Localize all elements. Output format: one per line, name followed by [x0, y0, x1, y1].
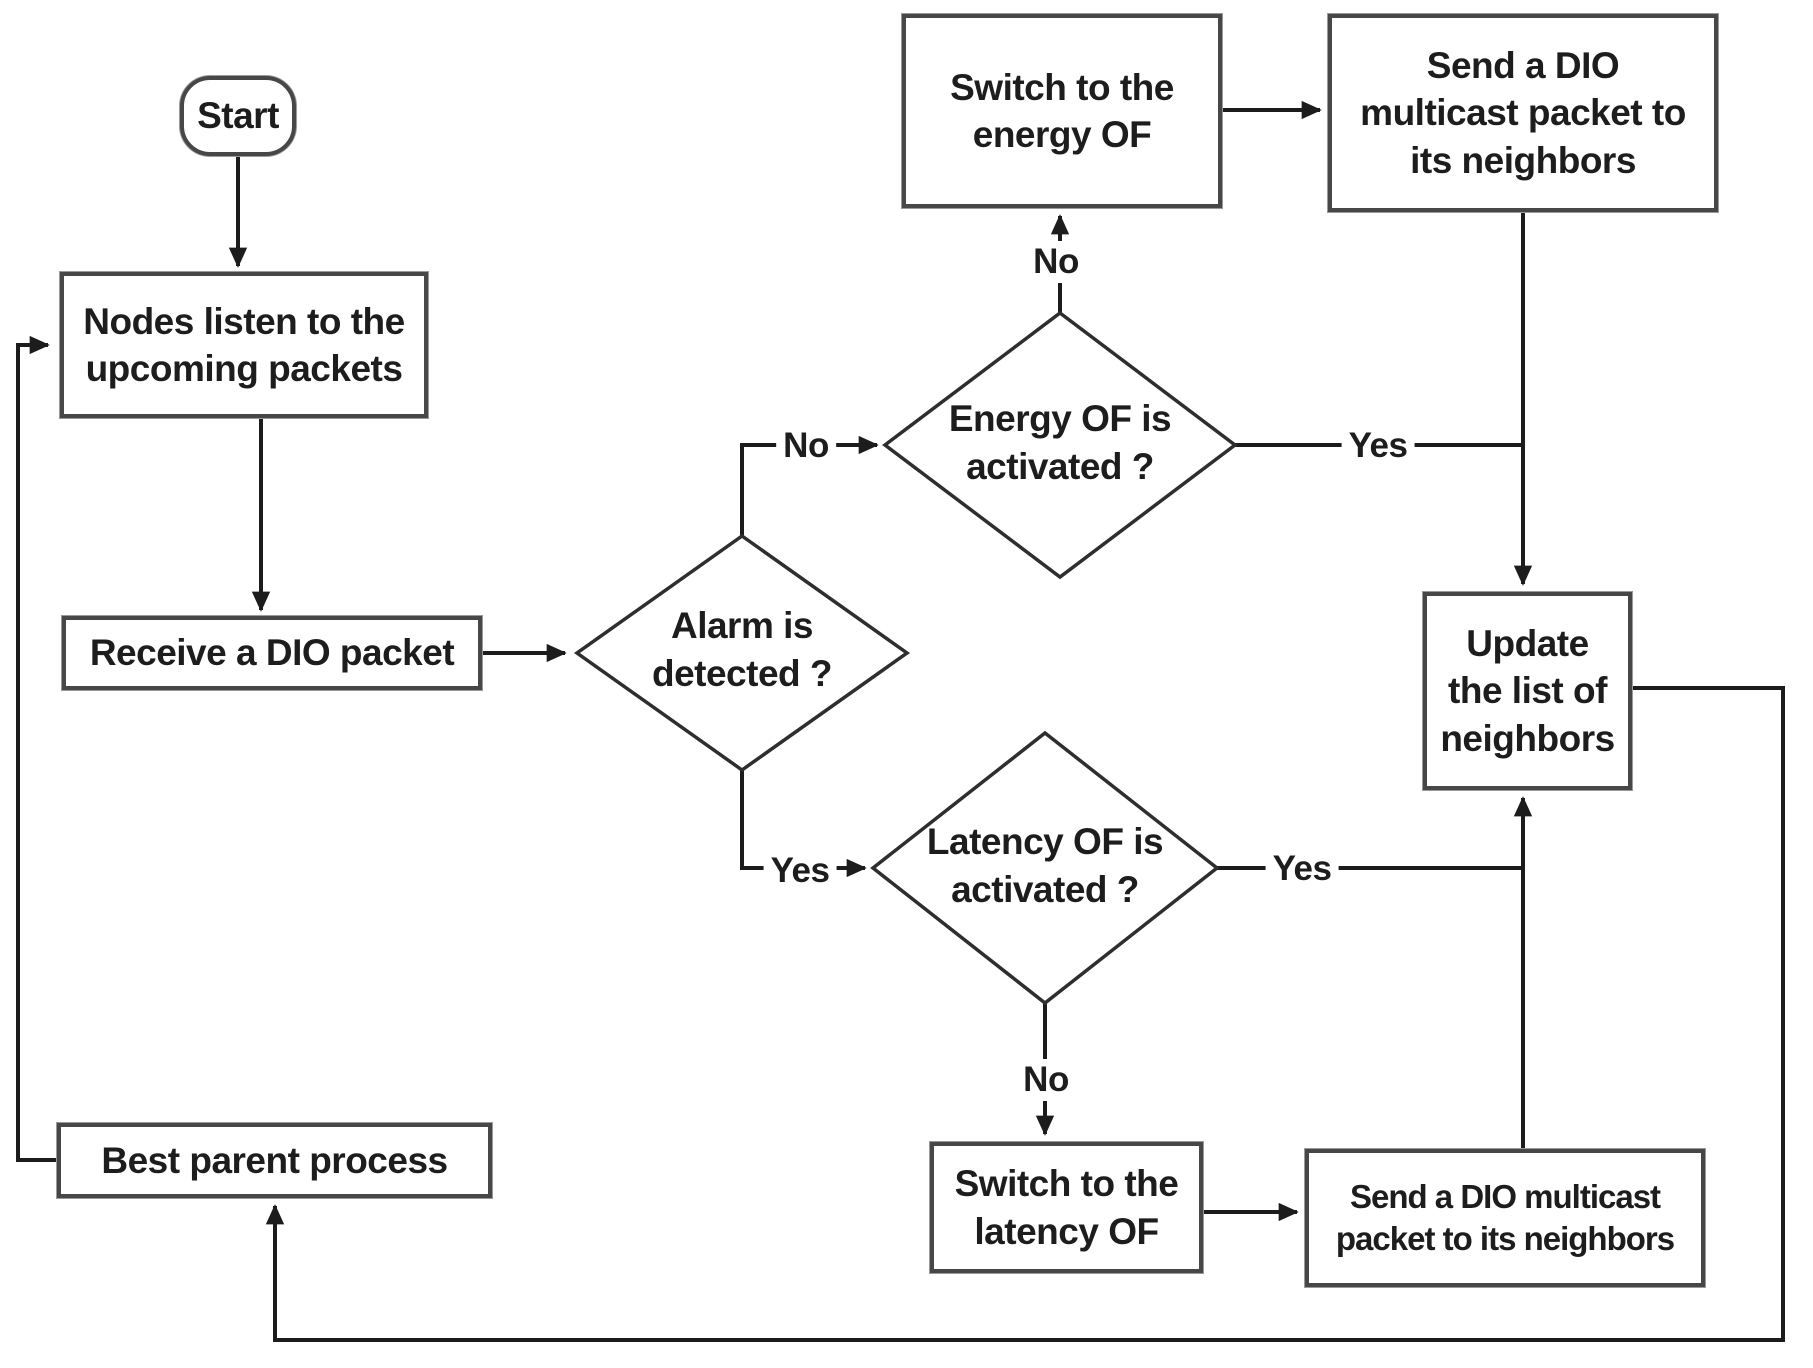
switch-latency-label-line1: Switch to the	[954, 1163, 1179, 1205]
latency-decision-diamond	[870, 730, 1220, 1006]
latency-label-line2: activated ?	[951, 869, 1139, 910]
update-label-line3: neighbors	[1440, 717, 1615, 759]
edge-label-latency-yes: Yes	[1265, 848, 1339, 890]
switch-energy-label-line1: Switch to the	[950, 66, 1174, 108]
edge-label-alarm-no: No	[776, 425, 836, 467]
switch-latency-label-line2: latency OF	[974, 1210, 1159, 1252]
edge-update-to-best-parent	[265, 686, 1785, 1342]
start-node: Start	[180, 76, 296, 156]
switch-latency-node: Switch to the latency OF	[930, 1142, 1203, 1273]
alarm-label-line2: detected ?	[651, 653, 833, 694]
update-neighbors-node: Update the list of neighbors	[1423, 592, 1632, 790]
best-parent-label: Best parent process	[101, 1139, 448, 1181]
update-label-line2: the list of	[1448, 670, 1607, 712]
edge-label-alarm-yes: Yes	[763, 850, 837, 892]
alarm-label-line1: Alarm is	[670, 604, 814, 646]
send-dio-top-label-line3: its neighbors	[1410, 139, 1636, 181]
send-dio-bottom-label-line2: packet to its neighbors	[1335, 1220, 1675, 1257]
alarm-decision-text: Alarm is detected ?	[602, 602, 882, 698]
send-dio-bottom-node: Send a DIO multicast packet to its neigh…	[1305, 1149, 1705, 1287]
send-dio-top-node: Send a DIO multicast packet to its neigh…	[1328, 14, 1718, 212]
alarm-decision-diamond	[573, 533, 911, 773]
nodes-listen-label-line1: Nodes listen to the	[83, 300, 405, 342]
latency-label-line1: Latency OF is	[926, 820, 1164, 862]
switch-energy-label-line2: energy OF	[972, 114, 1152, 155]
energy-decision-diamond	[882, 310, 1238, 580]
edge-best-parent-to-nodes-listen	[16, 335, 57, 1162]
receive-dio-node: Receive a DIO packet	[62, 616, 482, 690]
edge-label-energy-yes: Yes	[1341, 425, 1415, 467]
send-dio-top-label-line1: Send a DIO	[1426, 44, 1620, 86]
switch-energy-node: Switch to the energy OF	[902, 14, 1222, 208]
latency-decision-text: Latency OF is activated ?	[885, 818, 1205, 914]
start-label: Start	[197, 95, 279, 137]
update-label-line1: Update	[1466, 622, 1589, 664]
best-parent-node: Best parent process	[57, 1123, 492, 1198]
edge-label-energy-no: No	[1026, 241, 1086, 283]
nodes-listen-label-line2: upcoming packets	[85, 348, 403, 389]
nodes-listen-node: Nodes listen to the upcoming packets	[60, 272, 428, 418]
receive-dio-label: Receive a DIO packet	[89, 632, 455, 674]
send-dio-bottom-label-line1: Send a DIO multicast	[1349, 1177, 1661, 1215]
send-dio-top-label-line2: multicast packet to	[1360, 92, 1686, 134]
energy-label-line2: activated ?	[966, 446, 1154, 487]
energy-label-line1: Energy OF is	[948, 397, 1172, 439]
edge-label-latency-no: No	[1016, 1059, 1076, 1101]
energy-decision-text: Energy OF is activated ?	[900, 395, 1220, 491]
